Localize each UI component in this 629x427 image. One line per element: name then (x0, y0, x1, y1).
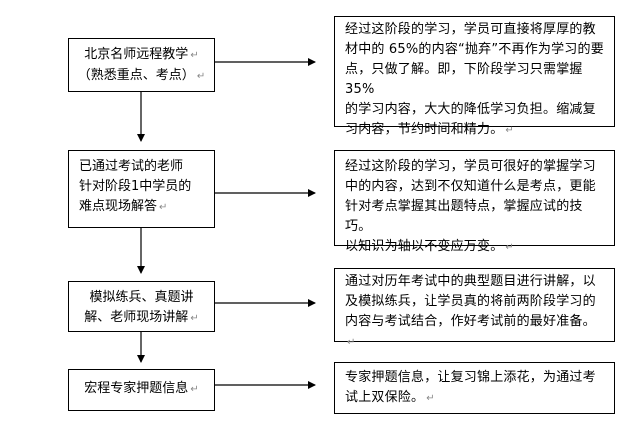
step4-box: 宏程专家押题信息↵ (68, 369, 215, 411)
desc2-line3: 针对考点掌握其出题特点，掌握应试的技巧。 (345, 199, 583, 234)
step2-line1: 已通过考试的老师 (79, 159, 184, 174)
desc1-line1: 经过这阶段的学习，学员可直接将厚厚的教 (345, 22, 596, 37)
step1-line2: （熟悉重点、考点）↵ (77, 68, 206, 83)
desc2-line4: 以知识为轴以不变应万变。↵ (345, 239, 514, 254)
step3-line2: 解、老师现场讲解↵ (84, 310, 199, 325)
desc3-box: 通过对历年考试中的典型题目进行讲解，以 及模拟练兵，让学员真的将前两阶段学习的 … (334, 268, 615, 348)
desc2-line2: 中的内容，达到不仅知道什么是考点，更能 (345, 179, 596, 194)
desc4-line2: 试上双保险。↵ (345, 390, 435, 405)
step4-line1: 宏程专家押题信息↵ (84, 381, 199, 396)
step2-line2: 针对阶段1中学员的 (79, 179, 192, 194)
paragraph-mark-icon: ↵ (159, 202, 168, 213)
desc4-box: 专家押题信息，让复习锦上添花，为通过考 试上双保险。↵ (334, 362, 615, 414)
step3-line1: 模拟练兵、真题讲 (89, 290, 194, 305)
paragraph-mark-icon: ↵ (505, 242, 514, 253)
desc3-line3: 内容与考试结合，作好考试前的最好准备。↵ (345, 314, 596, 348)
paragraph-mark-icon: ↵ (426, 393, 435, 404)
desc4-line1: 专家押题信息，让复习锦上添花，为通过考 (345, 370, 596, 385)
desc1-line5: 习内容，节约时间和精力。↵ (345, 122, 514, 137)
desc1-line2: 材中的 65%的内容“抛弃”不再作为学习的要 (345, 42, 604, 57)
step2-line3: 难点现场解答↵ (79, 199, 168, 214)
paragraph-mark-icon: ↵ (190, 313, 199, 324)
paragraph-mark-icon: ↵ (190, 50, 199, 61)
desc1-line3: 点，只做了解。即，下阶段学习只需掌握 35% (345, 62, 583, 97)
paragraph-mark-icon: ↵ (190, 384, 199, 395)
step3-box: 模拟练兵、真题讲 解、老师现场讲解↵ (68, 281, 215, 332)
desc2-line1: 经过这阶段的学习，学员可很好的掌握学习 (345, 159, 596, 174)
desc2-box: 经过这阶段的学习，学员可很好的掌握学习 中的内容，达到不仅知道什么是考点，更能 … (334, 150, 615, 254)
paragraph-mark-icon: ↵ (196, 71, 206, 82)
desc1-line4: 的学习内容，大大的降低学习负担。缩减复 (345, 102, 596, 117)
desc3-line2: 及模拟练兵，让学员真的将前两阶段学习的 (345, 294, 596, 309)
paragraph-mark-icon: ↵ (347, 337, 356, 348)
paragraph-mark-icon: ↵ (505, 125, 514, 136)
desc1-box: 经过这阶段的学习，学员可直接将厚厚的教 材中的 65%的内容“抛弃”不再作为学习… (334, 16, 615, 137)
desc3-line1: 通过对历年考试中的典型题目进行讲解，以 (345, 274, 596, 289)
step1-box: 北京名师远程教学↵ （熟悉重点、考点）↵ (68, 38, 215, 92)
step2-box: 已通过考试的老师 针对阶段1中学员的 难点现场解答↵ (68, 150, 215, 228)
step1-line1: 北京名师远程教学↵ (84, 47, 199, 62)
